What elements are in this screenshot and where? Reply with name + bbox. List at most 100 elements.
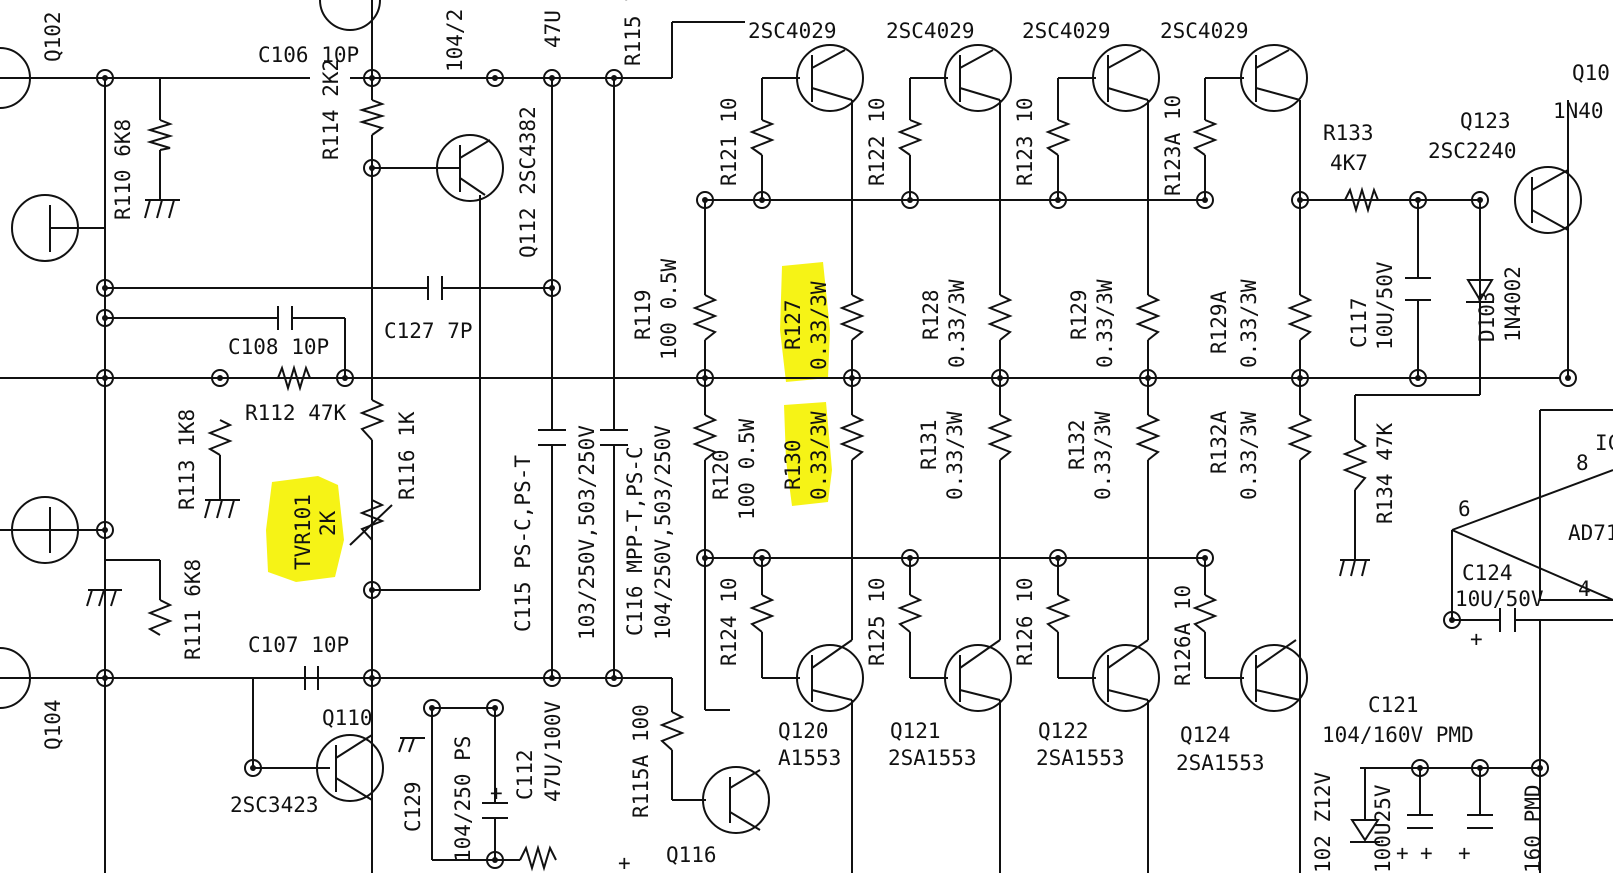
label-r115: R115 100 — [621, 0, 645, 66]
label-r134: R134 47K — [1373, 422, 1397, 524]
label-c124-val: 10U/50V — [1455, 587, 1544, 611]
label-r133-val: 4K7 — [1330, 151, 1368, 175]
label-ic-ref: IC — [1595, 431, 1613, 455]
label-r130: R130 — [781, 439, 805, 490]
label-c129-val: 104/250 PS — [451, 736, 475, 862]
label-r115a: R115A 100 — [629, 704, 653, 818]
label-r133: R133 — [1323, 121, 1374, 145]
label-q119-type: 2SC4029 — [1022, 19, 1111, 43]
label-r128-val: 0.33/3W — [945, 279, 969, 368]
label-q-top: Q10 — [1572, 61, 1610, 85]
label-plus-c3: + — [1458, 841, 1471, 865]
label-q120-type: A1553 — [778, 746, 841, 770]
label-c127: C127 7P — [384, 319, 473, 343]
label-r123: R123 10 — [1013, 97, 1037, 186]
capacitors — [277, 276, 1516, 829]
label-r110: R110 6K8 — [111, 119, 135, 220]
highlight-r130 — [784, 402, 832, 506]
label-r116: R116 1K — [395, 411, 419, 500]
label-r132-val: 0.33/3W — [1091, 411, 1115, 500]
label-r124: R124 10 — [717, 577, 741, 666]
label-c115: C115 PS-C,PS-T — [511, 455, 535, 632]
label-r131: R131 — [917, 419, 941, 470]
ic-opamp-symbol — [1451, 469, 1613, 531]
label-r131-val: 0.33/3W — [943, 411, 967, 500]
label-r111: R111 6K8 — [181, 559, 205, 660]
label-plus-c2: + — [1420, 841, 1433, 865]
label-r127: R127 — [781, 299, 805, 350]
highlight-r127 — [780, 262, 830, 382]
resistors — [146, 99, 1379, 872]
highlight-tvr101 — [266, 476, 344, 582]
label-q112: Q112 2SC4382 — [516, 106, 540, 258]
label-q116: Q116 — [666, 843, 717, 867]
label-q123-type: 2SC2240 — [1428, 139, 1517, 163]
label-ic-pin4: 4 — [1578, 577, 1591, 601]
label-c116-val: 104/250V,503/250V — [651, 425, 675, 640]
label-c-bot-b: 160 PMD — [1521, 784, 1545, 873]
label-c124: C124 — [1462, 561, 1513, 585]
label-plus-c124: + — [1470, 627, 1483, 651]
label-r114: R114 2K2 — [319, 59, 343, 160]
label-r129-val: 0.33/3W — [1093, 279, 1117, 368]
label-c112-val: 47U/100V — [541, 700, 565, 802]
label-c107: C107 10P — [248, 633, 349, 657]
label-tvr101: TVR101 — [291, 494, 315, 570]
zener-z12v — [1350, 768, 1380, 843]
label-r120: R120 — [709, 449, 733, 500]
label-r126: R126 10 — [1013, 577, 1037, 666]
label-r113: R113 1K8 — [175, 409, 199, 510]
label-q121: Q121 — [890, 719, 941, 743]
label-r123a: R123A 10 — [1161, 95, 1185, 196]
label-c108: C108 10P — [228, 335, 329, 359]
ground-symbols — [86, 199, 1370, 753]
label-z12v: 102 Z12V — [1311, 771, 1335, 873]
label-r119-val: 100 0.5W — [657, 258, 681, 360]
label-q118-type: 2SC4029 — [886, 19, 975, 43]
label-r129: R129 — [1067, 289, 1091, 340]
label-c121: C121 — [1368, 693, 1419, 717]
label-q121-type: 2SA1553 — [888, 746, 977, 770]
label-r132a: R132A — [1207, 410, 1231, 474]
label-r130-val: 0.33/3W — [807, 411, 831, 500]
label-plus-c1: + — [1396, 841, 1409, 865]
label-q104: Q104 — [41, 699, 65, 750]
transistors — [0, 0, 1582, 834]
label-r112: R112 47K — [245, 401, 347, 425]
label-q119a-type: 2SC4029 — [1160, 19, 1249, 43]
label-q122-type: 2SA1553 — [1036, 746, 1125, 770]
label-c106: C106 10P — [258, 43, 359, 67]
label-q124: Q124 — [1180, 723, 1231, 747]
label-d-top: 1N40 — [1553, 99, 1604, 123]
label-r129a-val: 0.33/3W — [1237, 279, 1261, 368]
label-c-top-b: 47U — [541, 10, 565, 48]
label-q110-type: 2SC3423 — [230, 793, 319, 817]
component-labels: C106 10P 2SC4029 2SC4029 2SC4029 2SC4029… — [41, 0, 1613, 873]
label-plus-bottom: + — [618, 851, 631, 873]
label-r120-val: 100 0.5W — [735, 418, 759, 520]
label-c129: C129 — [401, 781, 425, 832]
label-r132a-val: 0.33/3W — [1237, 411, 1261, 500]
label-c117: C117 — [1347, 297, 1371, 348]
label-r126a: R126A 10 — [1171, 585, 1195, 686]
label-r125: R125 10 — [865, 577, 889, 666]
label-q117-type: 2SC4029 — [748, 19, 837, 43]
label-c116: C116 MPP-T,PS-C — [623, 446, 647, 636]
label-r122: R122 10 — [865, 97, 889, 186]
label-c-top-a: 104/2 — [443, 9, 467, 72]
label-c115-val: 103/250V,503/250V — [575, 425, 599, 640]
label-q120: Q120 — [778, 719, 829, 743]
junctions — [96, 69, 1577, 869]
label-r132: R132 — [1065, 419, 1089, 470]
label-ic-pin8: 8 — [1576, 451, 1589, 475]
label-q110: Q110 — [322, 706, 373, 730]
label-d103-val: 1N4002 — [1501, 266, 1525, 342]
label-q122: Q122 — [1038, 719, 1089, 743]
label-d103: D103 — [1475, 291, 1499, 342]
label-plus-c112: + — [490, 781, 503, 805]
label-c-bot-a: 100U25V — [1371, 784, 1395, 873]
diode-d103 — [1466, 279, 1494, 303]
label-q124-type: 2SA1553 — [1176, 751, 1265, 775]
label-tvr101-val: 2K — [316, 510, 340, 536]
